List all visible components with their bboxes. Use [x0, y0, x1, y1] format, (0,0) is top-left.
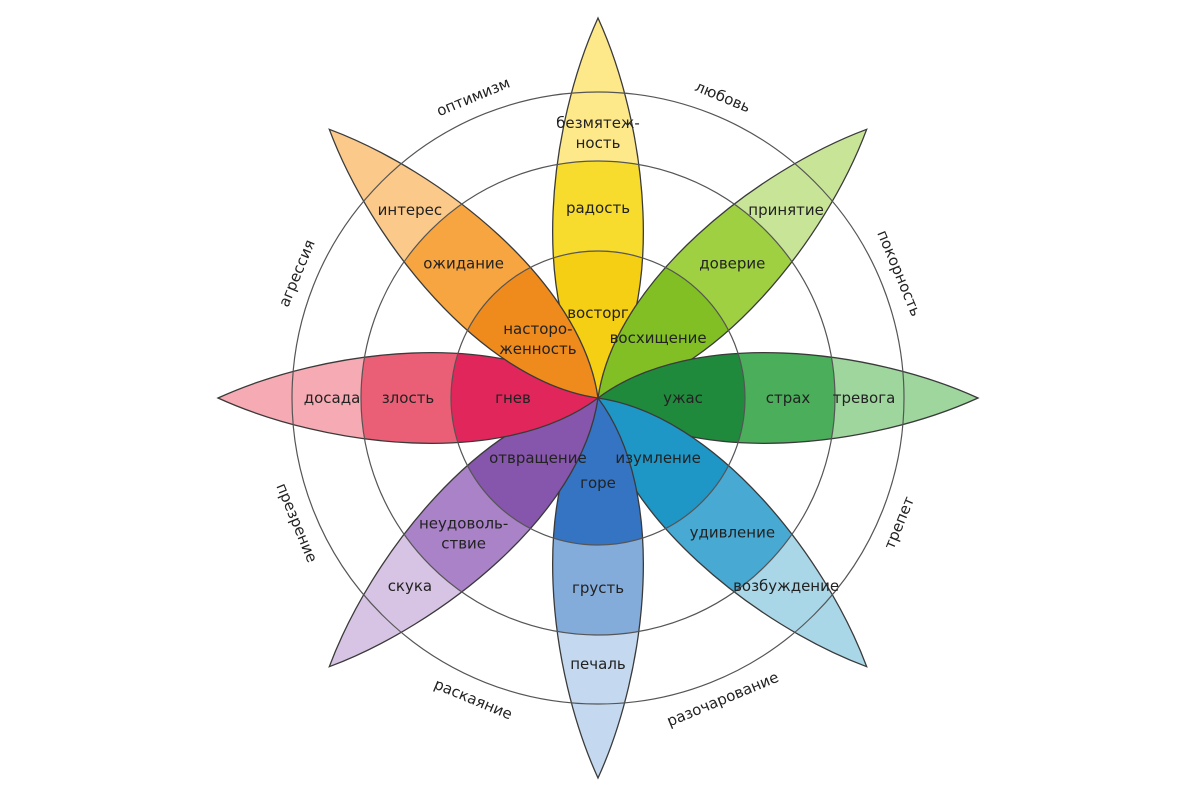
label-anticipation-middle-line: ожидание	[423, 255, 504, 273]
outer-ring	[291, 91, 905, 705]
label-anger-inner: гнев	[495, 389, 531, 407]
combination-label: раскаяние	[431, 675, 515, 723]
inner-ring	[450, 250, 746, 546]
label-joy-outer-line: ность	[576, 134, 621, 152]
label-disgust-inner: отвращение	[489, 449, 587, 467]
labels-layer: безмятеж-ность радость восторг принятие дове…	[304, 114, 896, 673]
label-sadness-outer: печаль	[570, 655, 626, 673]
label-disgust-inner-line: отвращение	[489, 449, 587, 467]
petal-surprise-outline	[597, 397, 868, 668]
label-trust-outer: принятие	[748, 201, 824, 219]
label-fear-inner-line: ужас	[663, 389, 703, 407]
petal-fear-outline	[596, 352, 980, 444]
label-fear-inner: ужас	[663, 389, 703, 407]
petal-anticipation-outline	[328, 128, 599, 399]
label-surprise-middle: удивление	[690, 523, 775, 541]
label-fear-outer: тревога	[833, 389, 896, 407]
petal-sadness-outline	[552, 396, 644, 780]
label-joy-middle: радость	[566, 199, 630, 217]
label-sadness-middle: грусть	[572, 579, 624, 597]
label-anger-outer: досада	[304, 389, 361, 407]
label-anger-outer-line: досада	[304, 389, 361, 407]
label-surprise-inner-line: изумление	[615, 449, 701, 467]
label-surprise-middle-line: удивление	[690, 523, 775, 541]
petal-joy-outline	[552, 16, 644, 400]
label-surprise-outer: возбуждение	[733, 577, 839, 595]
label-anticipation-inner: насторо-женность	[499, 320, 576, 358]
label-trust-middle: доверие	[699, 255, 765, 273]
label-anger-middle: злость	[382, 389, 435, 407]
label-anger-inner-line: гнев	[495, 389, 531, 407]
label-joy-middle-line: радость	[566, 199, 630, 217]
label-joy-outer: безмятеж-ность	[556, 114, 640, 152]
label-joy-inner-line: восторг	[567, 304, 629, 322]
petal-disgust-outline	[328, 397, 599, 668]
label-joy-inner: восторг	[567, 304, 629, 322]
label-disgust-middle-line: ствие	[441, 534, 486, 552]
label-sadness-middle-line: грусть	[572, 579, 624, 597]
rings-layer	[291, 91, 905, 705]
label-anticipation-inner-line: женность	[499, 340, 576, 358]
label-trust-inner-line: восхищение	[610, 329, 707, 347]
label-disgust-outer: скука	[388, 577, 432, 595]
combination-label: оптимизм	[434, 74, 513, 120]
label-anticipation-inner-line: насторо-	[503, 320, 572, 338]
label-sadness-inner-line: горе	[580, 474, 616, 492]
combination-label: агрессия	[275, 237, 319, 310]
combination-label: презрение	[272, 480, 321, 565]
label-fear-outer-line: тревога	[833, 389, 896, 407]
label-sadness-outer-line: печаль	[570, 655, 626, 673]
middle-ring	[360, 160, 836, 636]
combination-label: покорность	[873, 228, 925, 319]
label-fear-middle-line: страх	[766, 389, 811, 407]
label-surprise-outer-line: возбуждение	[733, 577, 839, 595]
label-disgust-middle: неудоволь-ствие	[419, 514, 508, 552]
label-fear-middle: страх	[766, 389, 811, 407]
petal-anger-outline	[216, 352, 600, 444]
label-trust-inner: восхищение	[610, 329, 707, 347]
label-anticipation-outer-line: интерес	[378, 201, 443, 219]
petals-layer	[216, 16, 980, 780]
label-trust-middle-line: доверие	[699, 255, 765, 273]
label-sadness-inner: горе	[580, 474, 616, 492]
label-anticipation-outer: интерес	[378, 201, 443, 219]
label-disgust-middle-line: неудоволь-	[419, 514, 508, 532]
label-anticipation-middle: ожидание	[423, 255, 504, 273]
label-trust-outer-line: принятие	[748, 201, 824, 219]
label-surprise-inner: изумление	[615, 449, 701, 467]
label-joy-outer-line: безмятеж-	[556, 114, 640, 132]
label-disgust-outer-line: скука	[388, 577, 432, 595]
label-anger-middle-line: злость	[382, 389, 435, 407]
petal-trust-outline	[597, 128, 868, 399]
